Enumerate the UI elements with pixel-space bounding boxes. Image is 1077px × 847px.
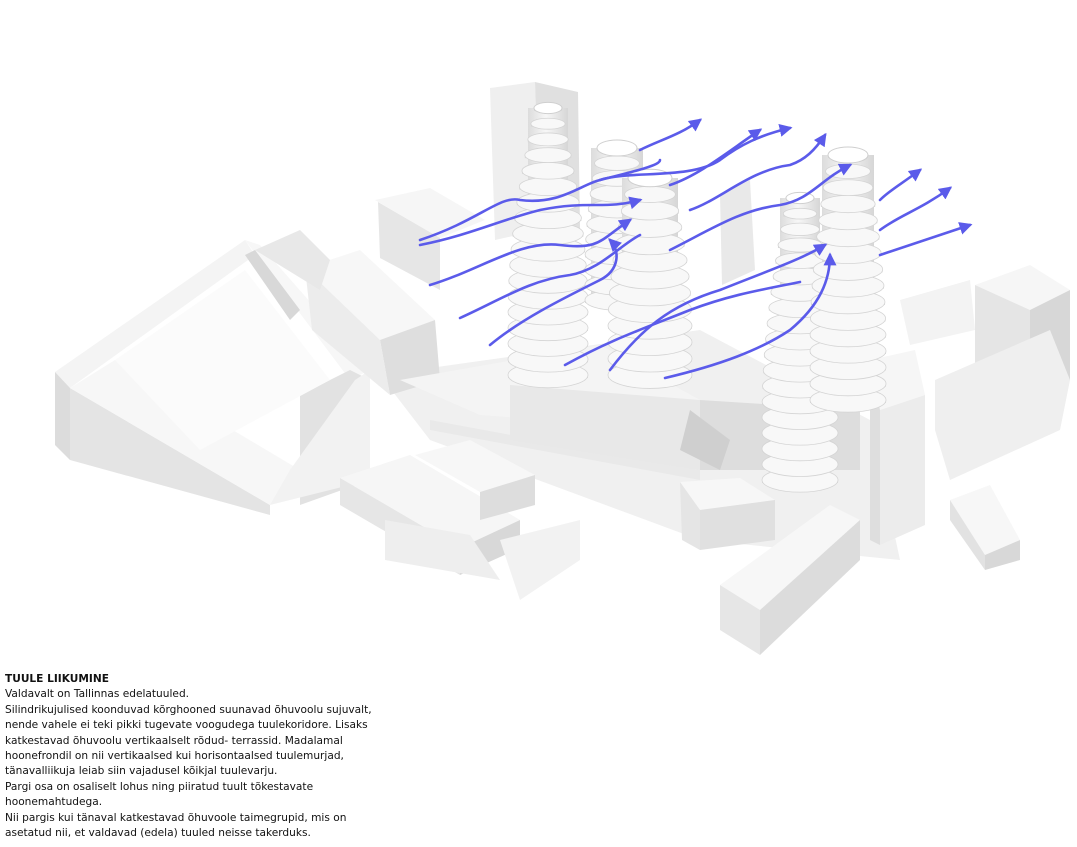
mid-left-blocks [255, 188, 485, 395]
lower-blocks [340, 440, 1020, 655]
caption-line: hoonemahtudega. [5, 796, 103, 809]
wind-movement-caption: TUULE LIIKUMINE Valdavalt on Tallinnas e… [5, 672, 405, 841]
caption-line: hoonefrondil on nii vertikaalsed kui hor… [5, 750, 344, 763]
tower-disc [620, 201, 680, 221]
cylindrical-tower [809, 146, 887, 413]
tower-disc [780, 222, 820, 236]
tower-disc [818, 210, 878, 231]
cylindrical-tower [507, 101, 589, 389]
caption-line: nende vahele ei teki pikki tugevate voog… [5, 719, 368, 732]
cylindrical-towers [507, 101, 887, 493]
caption-line: tänavalliikuja leiab siin vajadusel kõik… [5, 765, 278, 778]
wind-flow-arrow-icon [878, 186, 953, 232]
wind-arrows [418, 118, 973, 380]
tower-crown [533, 101, 563, 115]
caption-line: Valdavalt on Tallinnas edelatuuled. [5, 688, 190, 701]
tower-disc [530, 117, 566, 130]
tower-crown [596, 139, 638, 157]
caption-line: katkestavad õhuvoolu vertikaalselt rõdud… [5, 734, 343, 747]
caption-line: Pargi osa on osaliselt lohus ning piirat… [5, 780, 314, 793]
tower-disc [782, 207, 818, 220]
wind-flow-arrow-icon [563, 280, 802, 367]
courtyard-block [55, 240, 370, 515]
wind-flow-arrow-icon [663, 252, 837, 380]
tower-disc [624, 185, 676, 203]
tower-disc [594, 155, 640, 171]
wind-flow-arrow-icon [418, 196, 643, 247]
wind-flow-arrow-icon [878, 222, 973, 257]
tower-disc [527, 132, 569, 147]
wind-flow-arrow-icon [418, 158, 662, 242]
wind-flow-arrow-icon [488, 238, 622, 347]
tower-disc [524, 147, 572, 163]
wind-flow-arrow-icon [878, 168, 923, 202]
wind-flow-arrow-icon [638, 118, 703, 152]
tower-disc [521, 162, 575, 180]
caption-line: Nii pargis kui tänaval katkestavad õhuvo… [5, 811, 347, 824]
caption-line: asetatud nii, et valdavad (edela) tuuled… [5, 827, 311, 840]
wind-flow-arrow-icon [428, 218, 633, 287]
wind-flow-arrow-icon [668, 128, 763, 187]
wind-flow-arrow-icon [608, 243, 828, 372]
tower-disc [822, 179, 874, 197]
right-cluster [870, 265, 1070, 545]
tower-disc [820, 194, 876, 214]
caption-title: TUULE LIIKUMINE [5, 673, 109, 685]
caption-line: Silindrikujulised koonduvad kõrghooned s… [5, 703, 372, 716]
wind-flow-arrow-icon [688, 132, 827, 212]
tower-crown [827, 146, 869, 164]
wind-flow-arrow-icon [668, 163, 853, 252]
